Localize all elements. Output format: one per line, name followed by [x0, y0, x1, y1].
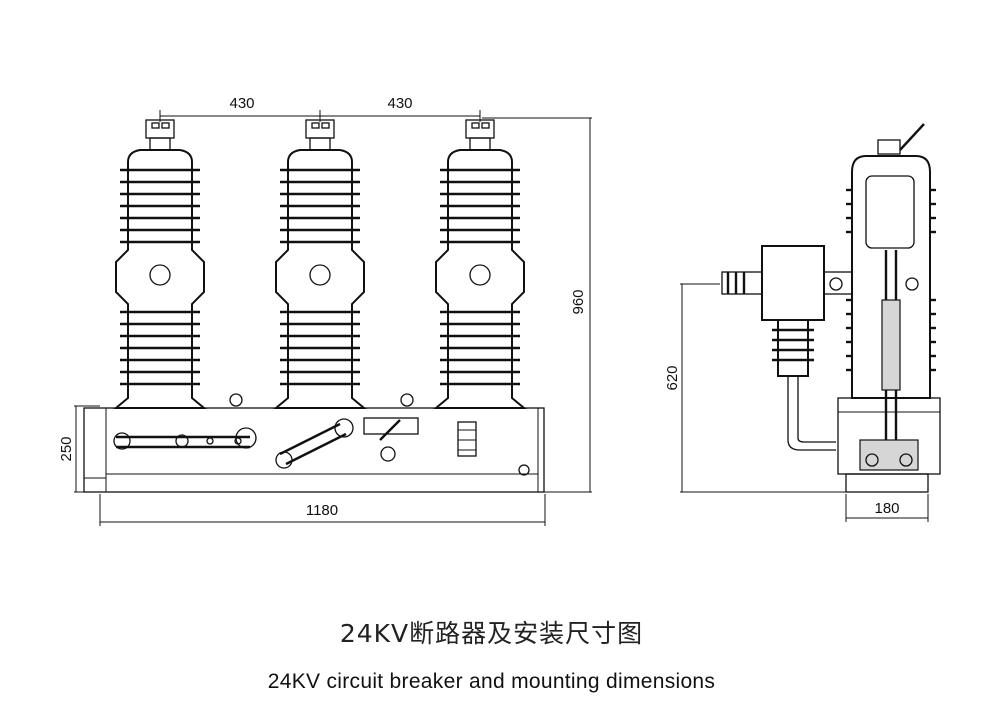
- height-base-label: 250: [58, 436, 75, 461]
- width-side-label: 180: [874, 500, 899, 517]
- side-base: [837, 397, 941, 493]
- base-knob: [400, 393, 414, 407]
- front-view: 430 430 960 250 1180: [58, 95, 592, 526]
- base-height-dimension: 250: [58, 405, 100, 493]
- operating-lever: [899, 123, 925, 151]
- height-side-label: 620: [664, 365, 681, 390]
- base-knob: [229, 393, 243, 407]
- side-width-dimension: 180: [845, 494, 929, 522]
- spacing-left-label: 430: [229, 95, 254, 112]
- insulator-pole-3: [433, 119, 527, 409]
- caption-chinese: 24KV断路器及安装尺寸图: [339, 619, 644, 648]
- spacing-right-label: 430: [387, 95, 412, 112]
- breaker-drawing: 430 430 960 250 1180: [58, 95, 941, 526]
- insulator-pole-2: [273, 119, 367, 409]
- mechanism-box: [83, 407, 545, 493]
- side-height-dimension: 620: [664, 283, 846, 493]
- side-bushing: [721, 245, 853, 451]
- total-height-dimension: 960: [482, 117, 592, 493]
- caption-english: 24KV circuit breaker and mounting dimens…: [267, 670, 716, 693]
- side-view: 620 180: [664, 123, 941, 522]
- width-total-label: 1180: [306, 502, 338, 519]
- height-total-label: 960: [570, 289, 587, 314]
- lever-hub: [877, 139, 901, 155]
- side-insulator: [829, 155, 936, 460]
- insulator-pole-1: [113, 119, 207, 409]
- top-spacing-dimension: 430 430: [159, 95, 481, 122]
- total-width-dimension: 1180: [99, 494, 546, 526]
